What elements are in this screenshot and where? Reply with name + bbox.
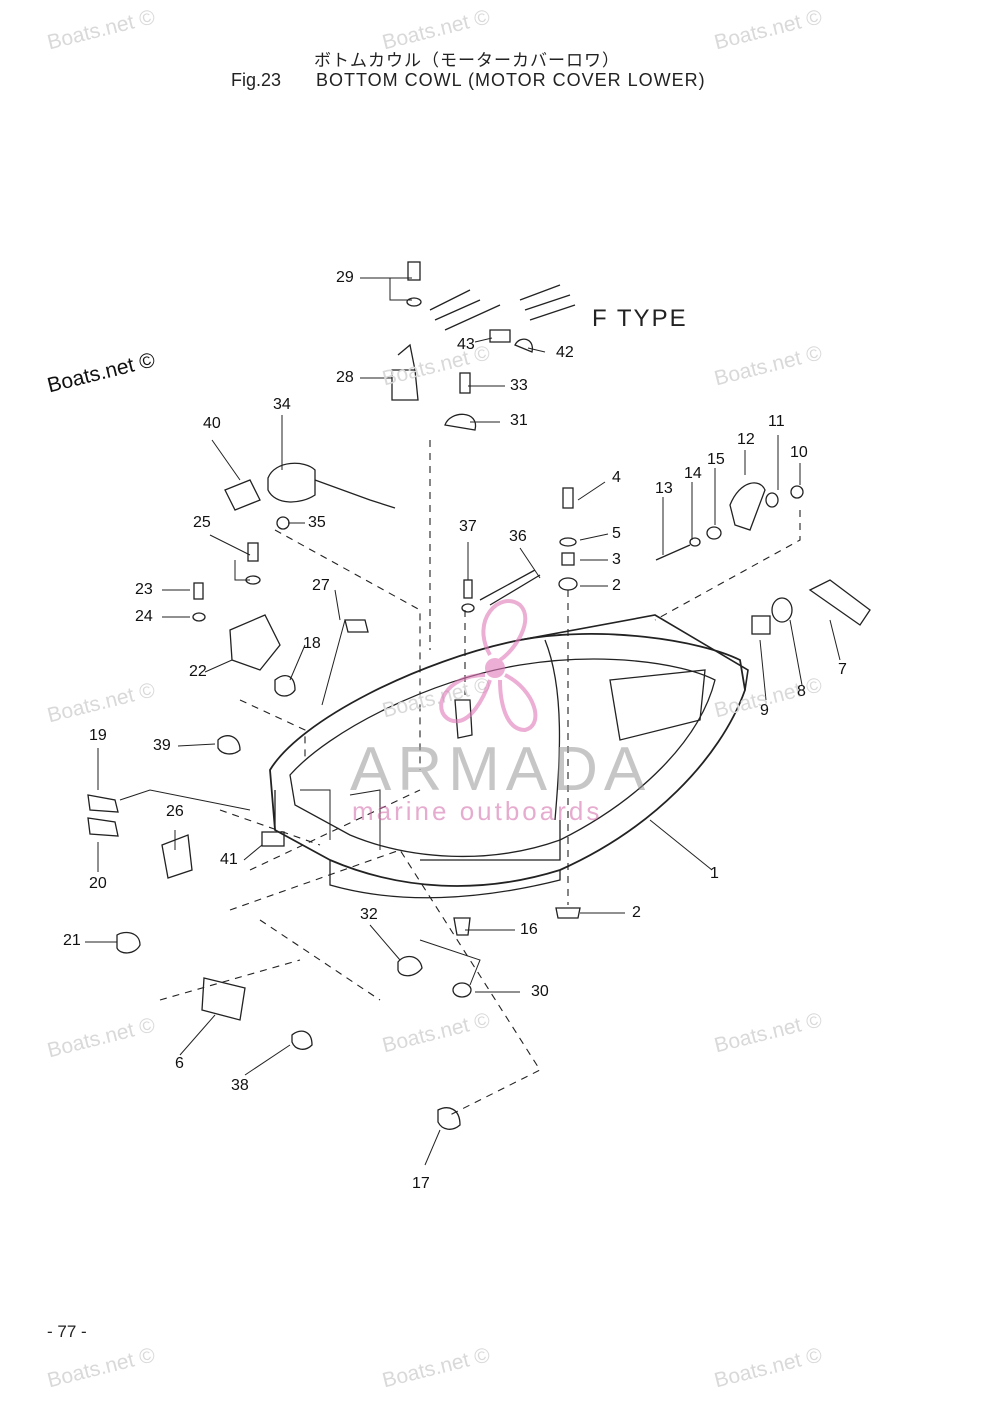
figure-number: Fig.23 (231, 70, 282, 90)
callout-label: 28 (336, 369, 354, 386)
callout-label: 34 (273, 396, 291, 413)
callout-label: 17 (412, 1175, 430, 1192)
armada-brand-main: ARMADA (350, 735, 651, 804)
callout-label: 37 (459, 518, 477, 535)
callout-label: 39 (153, 737, 171, 754)
callout-label: 29 (336, 269, 354, 286)
callout-label: 32 (360, 906, 378, 923)
callout-label: 7 (838, 661, 847, 678)
english-title: BOTTOM COWL (MOTOR COVER LOWER) (316, 70, 706, 90)
japanese-title: ボトムカウル（モーターカバーロワ） (314, 51, 620, 71)
callout-label: 5 (612, 525, 621, 542)
callout-label: 30 (531, 983, 549, 1000)
callout-label: 13 (655, 480, 673, 497)
callout-label: 4 (612, 469, 621, 486)
callout-label: 20 (89, 875, 107, 892)
callout-label: 11 (768, 413, 785, 430)
callout-label: 15 (707, 451, 725, 468)
dashed-guides (159, 440, 801, 1116)
callout-label: 40 (203, 415, 221, 432)
callout-label: 14 (684, 465, 702, 482)
callout-label: 8 (797, 683, 806, 700)
leader-lines (85, 277, 841, 1166)
callout-label: 35 (308, 514, 326, 531)
callout-label: 2 (612, 577, 621, 594)
callout-label: 41 (220, 851, 238, 868)
callout-label: 42 (556, 344, 574, 361)
callout-label: 19 (89, 727, 107, 744)
callout-label: 31 (510, 412, 528, 429)
callout-label: 33 (510, 377, 528, 394)
callout-label: 21 (63, 932, 81, 949)
variant-label: F TYPE (592, 305, 688, 332)
callout-label: 6 (175, 1055, 184, 1072)
callout-label: 3 (612, 551, 621, 568)
callout-label: 10 (790, 444, 808, 461)
callout-label: 16 (520, 921, 538, 938)
propeller-icon (439, 599, 538, 733)
callout-label: 23 (135, 581, 153, 598)
bottom-cowl-shell (269, 614, 749, 899)
callout-label: 36 (509, 528, 527, 545)
callout-label: 26 (166, 803, 184, 820)
callout-label: 27 (312, 577, 330, 594)
small-parts (87, 261, 871, 1130)
callout-label: 18 (303, 635, 321, 652)
callout-label: 38 (231, 1077, 249, 1094)
callout-label: 2 (632, 904, 641, 921)
page-number: - 77 - (47, 1322, 87, 1341)
callout-label: 43 (457, 336, 475, 353)
callout-label: 1 (710, 865, 719, 882)
callout-label: 25 (193, 514, 211, 531)
armada-brand-sub: marine outboards (352, 796, 602, 826)
callout-label: 22 (189, 663, 207, 680)
armada-logo: ARMADA marine outboards (350, 599, 651, 826)
callout-label: 24 (135, 608, 153, 625)
callout-label: 12 (737, 431, 755, 448)
callout-label: 9 (760, 702, 769, 719)
